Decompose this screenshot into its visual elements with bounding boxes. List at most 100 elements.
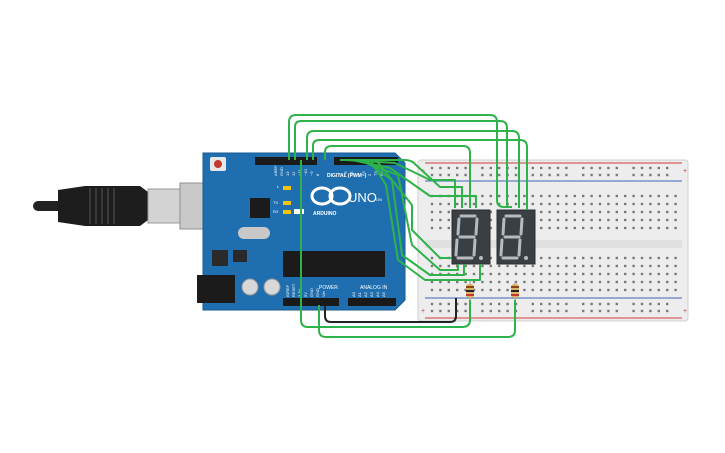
breadboard-hole[interactable]	[666, 166, 669, 170]
breadboard-hole[interactable]	[590, 288, 593, 292]
breadboard-hole[interactable]	[506, 288, 509, 292]
breadboard-hole[interactable]	[498, 272, 501, 276]
usb-cable-icon[interactable]	[33, 182, 211, 230]
breadboard-hole[interactable]	[481, 202, 484, 206]
breadboard-hole[interactable]	[666, 264, 669, 268]
breadboard-hole[interactable]	[447, 302, 450, 306]
breadboard-hole[interactable]	[640, 194, 644, 198]
breadboard-hole[interactable]	[632, 309, 635, 313]
breadboard-hole[interactable]	[624, 210, 627, 214]
breadboard-hole[interactable]	[489, 288, 492, 292]
breadboard-hole[interactable]	[632, 264, 635, 268]
breadboard-hole[interactable]	[607, 210, 610, 214]
breadboard-hole[interactable]	[640, 256, 644, 260]
breadboard-hole[interactable]	[615, 210, 618, 214]
breadboard-hole[interactable]	[565, 166, 568, 170]
breadboard-hole[interactable]	[523, 280, 526, 284]
breadboard-hole[interactable]	[489, 280, 492, 284]
breadboard-hole[interactable]	[674, 226, 677, 230]
breadboard-hole[interactable]	[598, 210, 602, 214]
breadboard-hole[interactable]	[556, 210, 560, 214]
breadboard-hole[interactable]	[632, 272, 635, 276]
breadboard-hole[interactable]	[615, 173, 618, 177]
breadboard-hole[interactable]	[607, 302, 610, 306]
breadboard-hole[interactable]	[624, 264, 627, 268]
breadboard-hole[interactable]	[590, 302, 593, 306]
breadboard-hole[interactable]	[439, 202, 442, 206]
breadboard-hole[interactable]	[582, 288, 585, 292]
breadboard-hole[interactable]	[514, 280, 518, 284]
breadboard-hole[interactable]	[607, 202, 610, 206]
breadboard-hole[interactable]	[573, 264, 576, 268]
wire-1[interactable]	[288, 114, 512, 208]
breadboard-hole[interactable]	[573, 272, 576, 276]
breadboard-hole[interactable]	[624, 256, 627, 260]
wire-9[interactable]	[357, 159, 459, 271]
breadboard-hole[interactable]	[640, 210, 644, 214]
breadboard-hole[interactable]	[514, 194, 518, 198]
breadboard-hole[interactable]	[548, 280, 551, 284]
breadboard-hole[interactable]	[472, 280, 476, 284]
breadboard-hole[interactable]	[548, 272, 551, 276]
breadboard-hole[interactable]	[674, 256, 677, 260]
breadboard-hole[interactable]	[548, 226, 551, 230]
header-analog[interactable]	[348, 298, 396, 306]
wire-3[interactable]	[306, 130, 520, 208]
breadboard-hole[interactable]	[456, 309, 459, 313]
breadboard-hole[interactable]	[556, 280, 560, 284]
breadboard-hole[interactable]	[472, 272, 476, 276]
breadboard-hole[interactable]	[548, 166, 551, 170]
breadboard-hole[interactable]	[632, 302, 635, 306]
breadboard-hole[interactable]	[624, 288, 627, 292]
breadboard-hole[interactable]	[666, 309, 669, 313]
breadboard-hole[interactable]	[674, 194, 677, 198]
breadboard-hole[interactable]	[498, 166, 501, 170]
breadboard-hole[interactable]	[464, 302, 467, 306]
breadboard-hole[interactable]	[439, 166, 442, 170]
breadboard-hole[interactable]	[447, 218, 450, 222]
breadboard-hole[interactable]	[489, 202, 492, 206]
breadboard-hole[interactable]	[430, 302, 434, 306]
breadboard-hole[interactable]	[472, 264, 476, 268]
breadboard-hole[interactable]	[598, 218, 602, 222]
breadboard-hole[interactable]	[514, 173, 518, 177]
breadboard-hole[interactable]	[565, 226, 568, 230]
breadboard-hole[interactable]	[540, 256, 543, 260]
breadboard-hole[interactable]	[430, 280, 434, 284]
breadboard-hole[interactable]	[598, 272, 602, 276]
breadboard-hole[interactable]	[565, 256, 568, 260]
breadboard-hole[interactable]	[540, 173, 543, 177]
breadboard-hole[interactable]	[590, 264, 593, 268]
breadboard-hole[interactable]	[640, 288, 644, 292]
breadboard-hole[interactable]	[464, 272, 467, 276]
breadboard-hole[interactable]	[615, 202, 618, 206]
breadboard-hole[interactable]	[649, 202, 652, 206]
breadboard-hole[interactable]	[640, 166, 644, 170]
breadboard-hole[interactable]	[447, 264, 450, 268]
breadboard-hole[interactable]	[590, 226, 593, 230]
breadboard-hole[interactable]	[556, 309, 560, 313]
breadboard-hole[interactable]	[640, 218, 644, 222]
breadboard-hole[interactable]	[615, 218, 618, 222]
breadboard-hole[interactable]	[624, 218, 627, 222]
breadboard-hole[interactable]	[523, 264, 526, 268]
breadboard-hole[interactable]	[615, 280, 618, 284]
breadboard-hole[interactable]	[615, 302, 618, 306]
breadboard-hole[interactable]	[657, 302, 660, 306]
breadboard-hole[interactable]	[582, 218, 585, 222]
breadboard-hole[interactable]	[514, 166, 518, 170]
breadboard-hole[interactable]	[430, 166, 434, 170]
breadboard-hole[interactable]	[573, 210, 576, 214]
breadboard-hole[interactable]	[464, 202, 467, 206]
breadboard-hole[interactable]	[632, 173, 635, 177]
resistor-right[interactable]	[511, 281, 519, 300]
breadboard-hole[interactable]	[523, 194, 526, 198]
breadboard-hole[interactable]	[598, 256, 602, 260]
breadboard-hole[interactable]	[464, 288, 467, 292]
breadboard-hole[interactable]	[674, 272, 677, 276]
breadboard-hole[interactable]	[531, 194, 534, 198]
breadboard-hole[interactable]	[464, 173, 467, 177]
breadboard-hole[interactable]	[598, 264, 602, 268]
breadboard-hole[interactable]	[548, 173, 551, 177]
breadboard-hole[interactable]	[447, 202, 450, 206]
